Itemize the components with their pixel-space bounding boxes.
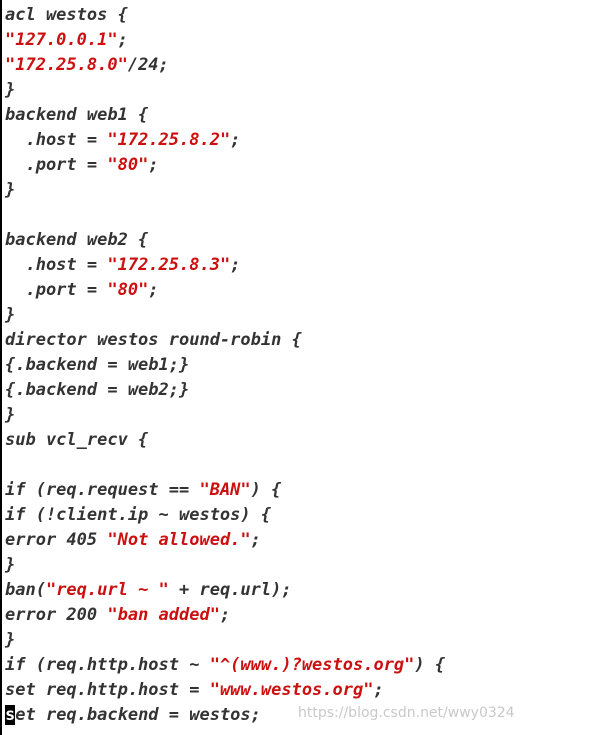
code-line: "172.25.8.0"/24; xyxy=(5,53,445,78)
string-literal: "80" xyxy=(107,280,149,300)
code-token: } xyxy=(5,305,16,325)
string-literal: "172.25.8.2" xyxy=(107,130,231,150)
code-token: sub vcl_recv { xyxy=(5,430,149,450)
code-token: if (req.http.host ~ xyxy=(5,655,210,675)
watermark: https://blog.csdn.net/wwy0324 xyxy=(298,705,515,721)
code-line: "127.0.0.1"; xyxy=(5,28,445,53)
code-token: ; xyxy=(373,680,384,700)
string-literal: "^(www.)?westos.org" xyxy=(209,655,415,675)
code-line: } xyxy=(5,553,445,578)
code-line: director westos round-robin { xyxy=(5,328,445,353)
code-line: ban("req.url ~ " + req.url); xyxy=(5,578,445,603)
code-line: } xyxy=(5,628,445,653)
code-line: backend web2 { xyxy=(5,228,445,253)
code-token: ; xyxy=(148,280,159,300)
code-token: } xyxy=(5,555,16,575)
code-token: ; xyxy=(148,155,159,175)
code-token: ) { xyxy=(414,655,446,675)
string-literal: "172.25.8.3" xyxy=(107,255,231,275)
code-token: ; xyxy=(117,30,128,50)
code-token: .host = xyxy=(5,255,108,275)
code-token: et req.backend = westos; xyxy=(15,705,261,725)
code-line: .host = "172.25.8.2"; xyxy=(5,128,445,153)
code-line: } xyxy=(5,78,445,103)
code-line: error 405 "Not allowed."; xyxy=(5,528,445,553)
string-literal: "BAN" xyxy=(199,480,251,500)
code-token: .port = xyxy=(5,280,108,300)
code-line: if (req.request == "BAN") { xyxy=(5,478,445,503)
code-token: {.backend = web2;} xyxy=(5,380,190,400)
code-line: set req.http.host = "www.westos.org"; xyxy=(5,678,445,703)
code-token: error 405 xyxy=(5,530,108,550)
code-line: .host = "172.25.8.3"; xyxy=(5,253,445,278)
string-literal: "www.westos.org" xyxy=(209,680,374,700)
code-token: } xyxy=(5,405,16,425)
code-line: error 200 "ban added"; xyxy=(5,603,445,628)
code-area[interactable]: acl westos {"127.0.0.1";"172.25.8.0"/24;… xyxy=(5,3,445,728)
code-line: set req.backend = westos; xyxy=(5,703,445,728)
code-token: acl westos { xyxy=(5,5,128,25)
code-token: backend web1 { xyxy=(5,105,149,125)
code-line: acl westos { xyxy=(5,3,445,28)
code-line: {.backend = web1;} xyxy=(5,353,445,378)
string-literal: "ban added" xyxy=(107,605,220,625)
code-token: } xyxy=(5,630,16,650)
code-token: set req.http.host = xyxy=(5,680,210,700)
code-token: /24; xyxy=(127,55,169,75)
code-line: } xyxy=(5,178,445,203)
code-token: if (!client.ip ~ westos) { xyxy=(5,505,272,525)
code-token: ; xyxy=(250,530,261,550)
code-token: ) { xyxy=(250,480,282,500)
string-literal: "Not allowed." xyxy=(107,530,251,550)
code-line: if (req.http.host ~ "^(www.)?westos.org"… xyxy=(5,653,445,678)
string-literal: "127.0.0.1" xyxy=(5,30,118,50)
code-line: sub vcl_recv { xyxy=(5,428,445,453)
code-token: if (req.request == xyxy=(5,480,200,500)
code-line: .port = "80"; xyxy=(5,278,445,303)
code-line: backend web1 { xyxy=(5,103,445,128)
code-token: backend web2 { xyxy=(5,230,149,250)
code-token: ; xyxy=(230,255,241,275)
code-token: ban( xyxy=(5,580,46,600)
code-line xyxy=(5,203,445,228)
editor-left-border xyxy=(0,0,2,735)
code-token: .host = xyxy=(5,130,108,150)
code-token: + req.url); xyxy=(168,580,292,600)
code-token: } xyxy=(5,180,16,200)
code-line xyxy=(5,453,445,478)
code-line: {.backend = web2;} xyxy=(5,378,445,403)
code-token: {.backend = web1;} xyxy=(5,355,190,375)
code-token: ; xyxy=(230,130,241,150)
string-literal: "80" xyxy=(107,155,149,175)
string-literal: "172.25.8.0" xyxy=(5,55,128,75)
string-literal: "req.url ~ " xyxy=(45,580,169,600)
code-line: } xyxy=(5,303,445,328)
code-token: } xyxy=(5,80,16,100)
code-token: director westos round-robin { xyxy=(5,330,302,350)
code-token: error 200 xyxy=(5,605,108,625)
code-line: if (!client.ip ~ westos) { xyxy=(5,503,445,528)
code-line: .port = "80"; xyxy=(5,153,445,178)
code-token: ; xyxy=(219,605,231,625)
code-token: .port = xyxy=(5,155,108,175)
code-line: } xyxy=(5,403,445,428)
text-cursor: s xyxy=(5,705,16,725)
